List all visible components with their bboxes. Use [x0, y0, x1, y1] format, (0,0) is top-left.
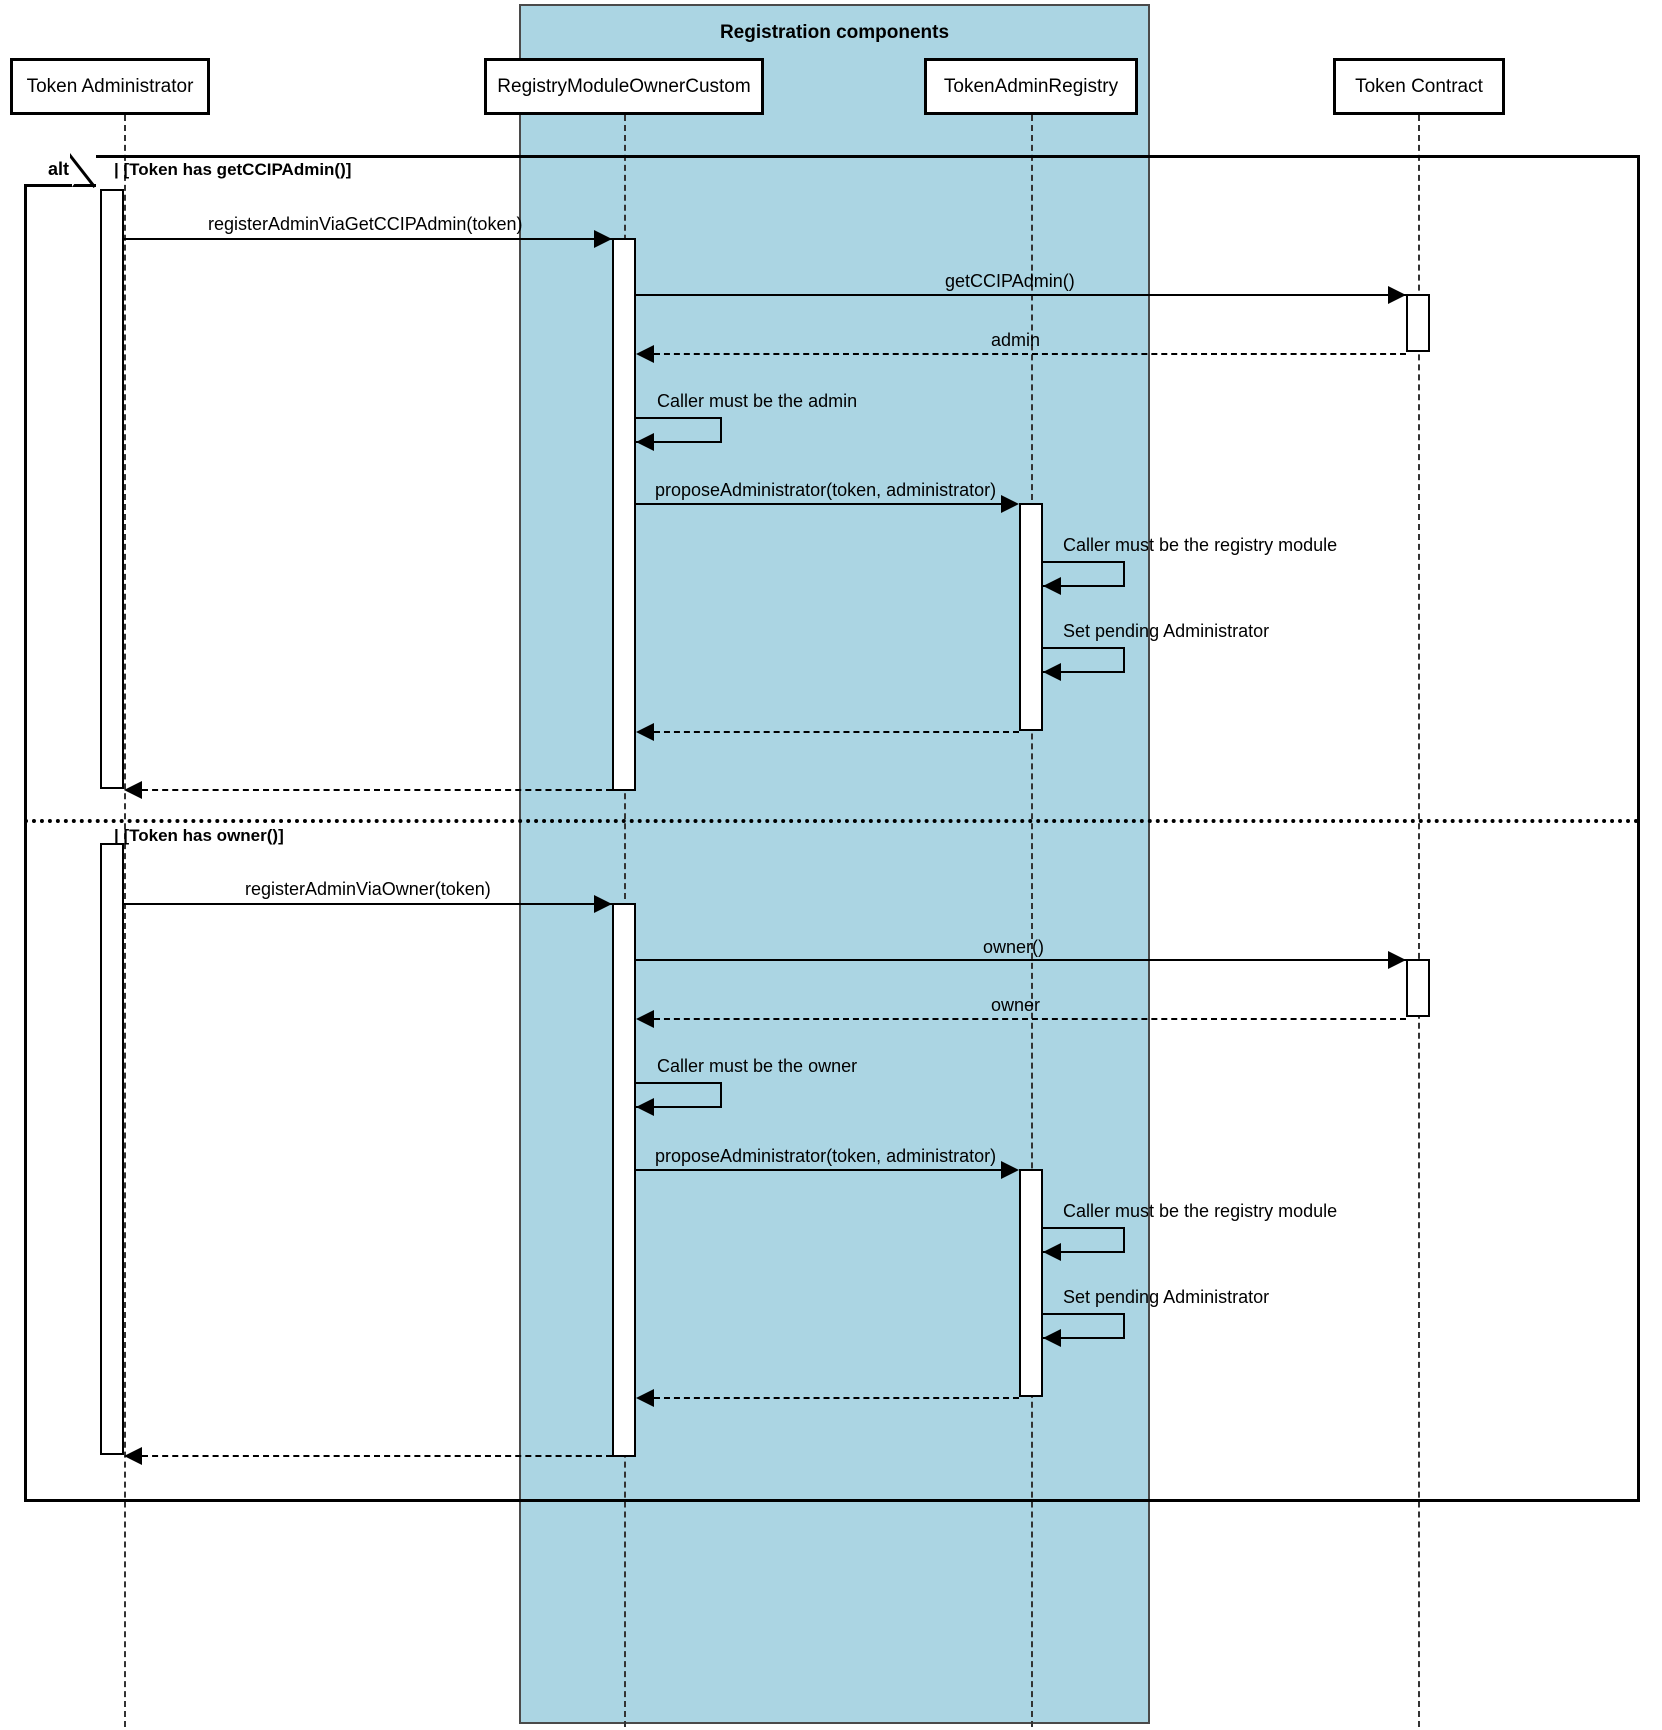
lifeline-token-admin-registry [1031, 115, 1033, 1727]
alt-tab-corner-diagonal-stroke [70, 153, 100, 191]
self-message-arrowhead-15 [1043, 1243, 1061, 1261]
message-line-11 [636, 959, 1406, 961]
group-box-title: Registration components [719, 22, 950, 43]
activation-token-administrator-1 [100, 189, 124, 789]
self-message-15 [1043, 1227, 1125, 1253]
message-line-14 [636, 1169, 1001, 1171]
activation-token-admin-registry-2 [1019, 1169, 1043, 1397]
alt-guard-1: | [Token has getCCIPAdmin()] [114, 160, 352, 179]
message-label-1: registerAdminViaGetCCIPAdmin(token) [208, 214, 523, 234]
guard-text: [Token has owner()] [123, 826, 284, 845]
message-arrowhead-3 [636, 345, 654, 363]
message-line-17 [654, 1397, 1019, 1399]
alt-operator-label: alt [47, 159, 69, 179]
message-arrowhead-8 [636, 723, 654, 741]
message-arrowhead-5 [1001, 495, 1019, 513]
participant-token-contract[interactable]: Token Contract [1333, 58, 1505, 115]
message-arrowhead-2 [1388, 286, 1406, 304]
self-message-arrowhead-4 [636, 433, 654, 451]
message-arrowhead-10 [594, 895, 612, 913]
guard-text: [Token has getCCIPAdmin()] [123, 160, 352, 179]
message-line-18 [142, 1455, 612, 1457]
self-message-6 [1043, 561, 1125, 587]
alt-guard-2: | [Token has owner()] [114, 826, 284, 845]
message-arrowhead-14 [1001, 1161, 1019, 1179]
participant-label: RegistryModuleOwnerCustom [497, 75, 751, 97]
message-label-13: Caller must be the owner [657, 1056, 858, 1076]
self-message-16 [1043, 1313, 1125, 1339]
participant-label: TokenAdminRegistry [943, 75, 1119, 97]
self-message-7 [1043, 647, 1125, 673]
participant-token-admin-registry[interactable]: TokenAdminRegistry [924, 58, 1138, 115]
message-label-11: owner() [983, 937, 1045, 957]
activation-token-admin-registry-1 [1019, 503, 1043, 731]
alt-operand-divider [24, 819, 1640, 823]
self-message-arrowhead-16 [1043, 1329, 1061, 1347]
message-line-8 [654, 731, 1019, 733]
message-label-15: Caller must be the registry module [1063, 1201, 1338, 1221]
message-line-5 [636, 503, 1001, 505]
message-label-7: Set pending Administrator [1063, 621, 1270, 641]
message-label-14: proposeAdministrator(token, administrato… [655, 1146, 997, 1166]
message-label-2: getCCIPAdmin() [945, 271, 1075, 291]
alt-tab-corner-diagonal [72, 155, 96, 187]
message-line-10 [124, 903, 612, 905]
activation-registry-module-2 [612, 903, 636, 1457]
message-arrowhead-9 [124, 781, 142, 799]
message-label-12: owner [991, 995, 1041, 1015]
message-label-16: Set pending Administrator [1063, 1287, 1270, 1307]
participant-registry-module-owner-custom[interactable]: RegistryModuleOwnerCustom [484, 58, 764, 115]
message-arrowhead-12 [636, 1010, 654, 1028]
participant-label: Token Administrator [26, 75, 194, 97]
participant-label: Token Contract [1355, 75, 1483, 97]
lifeline-token-administrator [124, 115, 126, 1727]
message-label-3: admin [991, 330, 1041, 350]
message-label-6: Caller must be the registry module [1063, 535, 1338, 555]
message-arrowhead-17 [636, 1389, 654, 1407]
message-label-5: proposeAdministrator(token, administrato… [655, 480, 997, 500]
self-message-13 [636, 1082, 722, 1108]
activation-token-contract-2 [1406, 959, 1430, 1017]
lifeline-token-contract [1418, 115, 1420, 1727]
self-message-4 [636, 417, 722, 443]
message-label-10: registerAdminViaOwner(token) [245, 879, 491, 899]
message-arrowhead-1 [594, 230, 612, 248]
message-arrowhead-18 [124, 1447, 142, 1465]
alt-fragment-frame [24, 155, 1640, 1502]
message-line-3 [654, 353, 1406, 355]
self-message-arrowhead-7 [1043, 663, 1061, 681]
participant-token-administrator[interactable]: Token Administrator [10, 58, 210, 115]
self-message-arrowhead-13 [636, 1098, 654, 1116]
activation-token-contract-1 [1406, 294, 1430, 352]
message-line-12 [654, 1018, 1406, 1020]
message-arrowhead-11 [1388, 951, 1406, 969]
activation-token-administrator-2 [100, 843, 124, 1455]
activation-registry-module-1 [612, 238, 636, 791]
message-line-2 [636, 294, 1406, 296]
message-line-9 [142, 789, 612, 791]
message-label-4: Caller must be the admin [657, 391, 858, 411]
message-line-1 [124, 238, 612, 240]
self-message-arrowhead-6 [1043, 577, 1061, 595]
